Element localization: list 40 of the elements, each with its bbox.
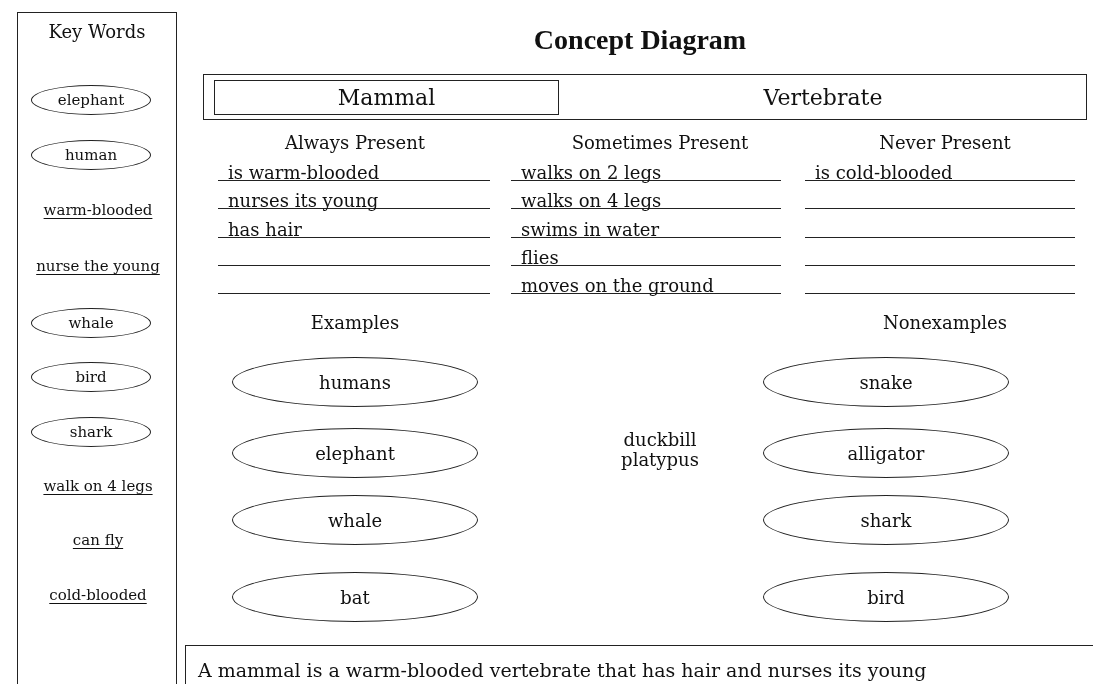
written-answer: is warm-blooded [228, 162, 380, 183]
written-answer: moves on the ground [521, 275, 714, 296]
panel-heading: Key Words [47, 21, 147, 42]
column-heading: duckbill platypus [620, 430, 700, 470]
example-oval: whale [232, 495, 478, 545]
underlined-word: can fly [72, 531, 124, 549]
word-oval: elephant [31, 85, 151, 115]
example-oval: snake [763, 357, 1009, 407]
written-answer: nurses its young [228, 190, 379, 211]
word-oval: bird [31, 362, 151, 392]
example-oval: bird [763, 572, 1009, 622]
example-oval: humans [232, 357, 478, 407]
example-oval: shark [763, 495, 1009, 545]
written-answer: walks on 4 legs [521, 190, 662, 211]
column-heading: Sometimes Present [571, 133, 749, 153]
written-answer: is cold-blooded [815, 162, 953, 183]
written-answer: has hair [228, 219, 302, 240]
column-heading: Examples [310, 313, 400, 333]
word-oval: shark [31, 417, 151, 447]
example-oval: alligator [763, 428, 1009, 478]
underlined-word: walk on 4 legs [43, 477, 153, 495]
written-answer: flies [521, 247, 559, 268]
example-oval: bat [232, 572, 478, 622]
written-answer: walks on 2 legs [521, 162, 662, 183]
definition-box: A mammal is a warm-blooded vertebrate that has hair and nurses its young [185, 645, 1093, 684]
word-oval: human [31, 140, 151, 170]
column-heading: Never Present [879, 133, 1011, 153]
word-oval: whale [31, 308, 151, 338]
diagram-title: Concept Diagram [532, 24, 748, 56]
column-heading: Nonexamples [883, 313, 1007, 333]
concept-box: Mammal [214, 80, 559, 115]
category-text: Vertebrate [762, 83, 884, 112]
key-words-panel [17, 12, 177, 684]
category-box [203, 74, 1087, 120]
column-heading: Always Present [284, 133, 426, 153]
underlined-word: nurse the young [36, 257, 160, 275]
underlined-word: warm-blooded [43, 201, 153, 219]
written-answer: swims in water [521, 219, 660, 240]
underlined-word: cold-blooded [49, 586, 147, 604]
example-oval: elephant [232, 428, 478, 478]
